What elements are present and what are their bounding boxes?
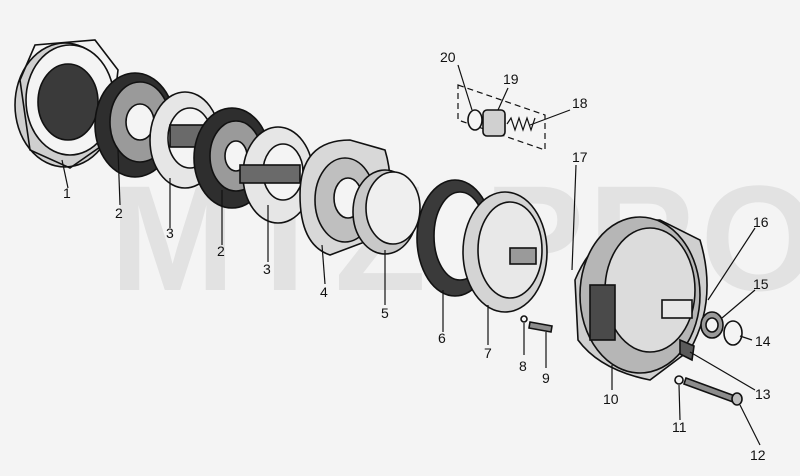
callout-10: 10 <box>603 391 619 407</box>
part-7-cover-plate <box>462 191 548 313</box>
part-5-drum-cap <box>352 169 421 255</box>
callout-15: 15 <box>753 276 769 292</box>
callout-7: 7 <box>484 345 492 361</box>
part-19-bushing <box>482 109 506 137</box>
callout-1: 1 <box>63 185 71 201</box>
part-12-long-bolt <box>682 376 743 406</box>
callout-labels: 1 2 3 2 3 4 5 6 7 8 9 10 11 12 13 14 15 … <box>63 49 771 463</box>
parts-18-20-subassembly-frame <box>457 84 546 151</box>
callout-4: 4 <box>320 284 328 300</box>
callout-11: 11 <box>672 419 687 435</box>
callout-12: 12 <box>750 447 766 463</box>
callout-14: 14 <box>755 333 771 349</box>
callout-3a: 3 <box>166 225 174 241</box>
part-9-bolt <box>528 321 553 333</box>
part-11-washer <box>674 375 684 385</box>
callout-18: 18 <box>572 95 588 111</box>
callout-2a: 2 <box>115 205 123 221</box>
callout-5: 5 <box>381 305 389 321</box>
callout-13: 13 <box>755 386 771 402</box>
part-18-spring <box>506 116 536 132</box>
part-14-snap-ring <box>723 320 743 346</box>
part-10-main-housing <box>574 216 708 381</box>
part-20-o-ring <box>467 109 483 131</box>
callout-17: 17 <box>572 149 588 165</box>
callout-6: 6 <box>438 330 446 346</box>
callout-2b: 2 <box>217 243 225 259</box>
callout-8: 8 <box>519 358 527 374</box>
part-8-washer <box>520 315 528 323</box>
part-3-plate-middle <box>239 126 314 224</box>
callout-9: 9 <box>542 370 550 386</box>
callout-20: 20 <box>440 49 456 65</box>
callout-16: 16 <box>753 214 769 230</box>
part-13-fitting <box>679 338 695 362</box>
callout-3b: 3 <box>263 261 271 277</box>
part-15-seal <box>700 311 724 339</box>
leader-lines <box>61 64 761 446</box>
callout-19: 19 <box>503 71 519 87</box>
